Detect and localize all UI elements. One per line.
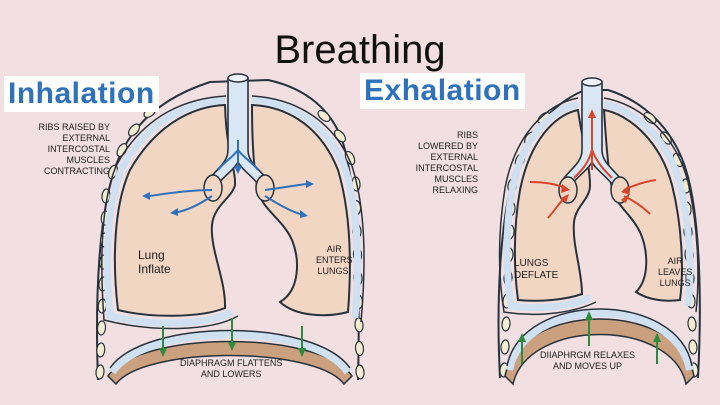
rib-bead [354,317,364,333]
exhalation-ribs-label: RIBS LOWERED BY EXTERNAL INTERCOSTAL MUS… [415,130,478,195]
exhalation-diaphragm-label: DIIAPHRGM RELAXES AND MOVES UP [540,350,636,371]
inhalation-air-arrows [149,140,307,215]
rib-bead [688,339,698,355]
inhalation-bronchus-left [203,174,223,202]
rib-bead [317,109,331,123]
inhalation-diaphragm [107,340,353,386]
exhalation-diagram [497,77,701,386]
rib-bead [96,342,106,358]
exhalation-diaphragm [504,318,695,386]
rib-bead [95,364,105,380]
inhalation-heading: Inhalation [4,76,159,112]
exhalation-left-lung [513,108,592,302]
rib-bead [354,340,365,357]
exhalation-diaphragm-arrows [521,318,658,364]
exhalation-air-label: AIR LEAVES LUNGS [658,256,693,288]
slide-title: Breathing [274,28,446,72]
exhalation-lung-label: LUNGS DEFLATE [514,258,559,281]
exhalation-heading: Exhalation [360,73,525,109]
rib-bead [127,123,141,137]
rib-bead [355,364,365,380]
rib-bead [501,316,511,332]
exhalation-chest-wall [497,89,701,379]
inhalation-diaphragm-arrows [162,318,303,350]
inhalation-diaphragm-label: DIAPHRAGM FLATTENS AND LOWERS [180,358,283,379]
inhalation-ribs-label: RIBS RAISED BY EXTERNAL INTERCOSTAL MUSC… [38,122,110,176]
rib-bead [643,111,657,125]
rib-bead [96,320,107,336]
rib-bead [500,339,510,355]
inhalation-air-label: AIR ENTERS LUNGS. [316,244,353,276]
inhalation-lung-label: Lung Inflate [138,248,171,276]
rib-bead [687,316,697,332]
inhalation-diagram [95,73,365,386]
